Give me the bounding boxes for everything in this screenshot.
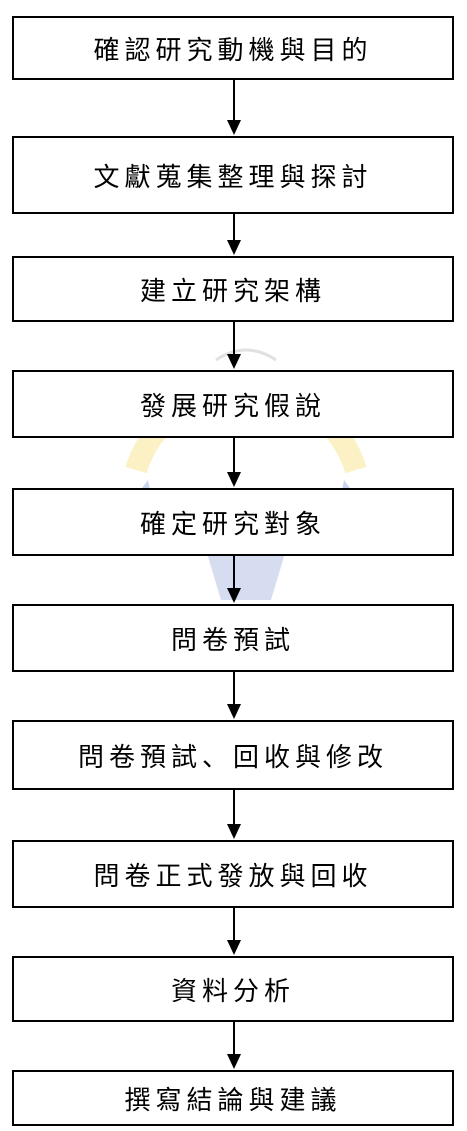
step-label: 問卷正式發放與回收 [93,861,373,892]
step-label: 資料分析 [170,976,295,1007]
arrow-down [224,790,244,840]
step-label: 問卷預試、回收與修改 [77,742,388,773]
step-box: 發展研究假說 [12,370,454,438]
step-box: 問卷預試 [12,604,454,672]
arrow-down [224,438,244,488]
step-label: 撰寫結論與建議 [124,1085,342,1116]
step-label: 建立研究架構 [139,276,326,307]
step-label: 確認研究動機與目的 [93,35,373,66]
arrow-down [224,908,244,956]
step-box: 建立研究架構 [12,256,454,322]
step-box: 撰寫結論與建議 [12,1070,454,1126]
step-label: 確定研究對象 [139,509,326,540]
step-box: 文獻蒐集整理與探討 [12,136,454,214]
arrow-down [224,672,244,720]
arrow-down [224,322,244,370]
university-seal-watermark [96,300,396,620]
step-box: 確定研究對象 [12,488,454,556]
step-box: 問卷正式發放與回收 [12,840,454,908]
step-box: 資料分析 [12,956,454,1022]
arrow-down [224,1022,244,1070]
arrow-down [224,80,244,136]
arrow-down [224,556,244,604]
step-label: 問卷預試 [170,625,295,656]
arrow-down [224,214,244,256]
step-label: 發展研究假說 [139,391,326,422]
step-label: 文獻蒐集整理與探討 [93,162,373,193]
step-box: 問卷預試、回收與修改 [12,720,454,790]
step-box: 確認研究動機與目的 [12,16,454,80]
